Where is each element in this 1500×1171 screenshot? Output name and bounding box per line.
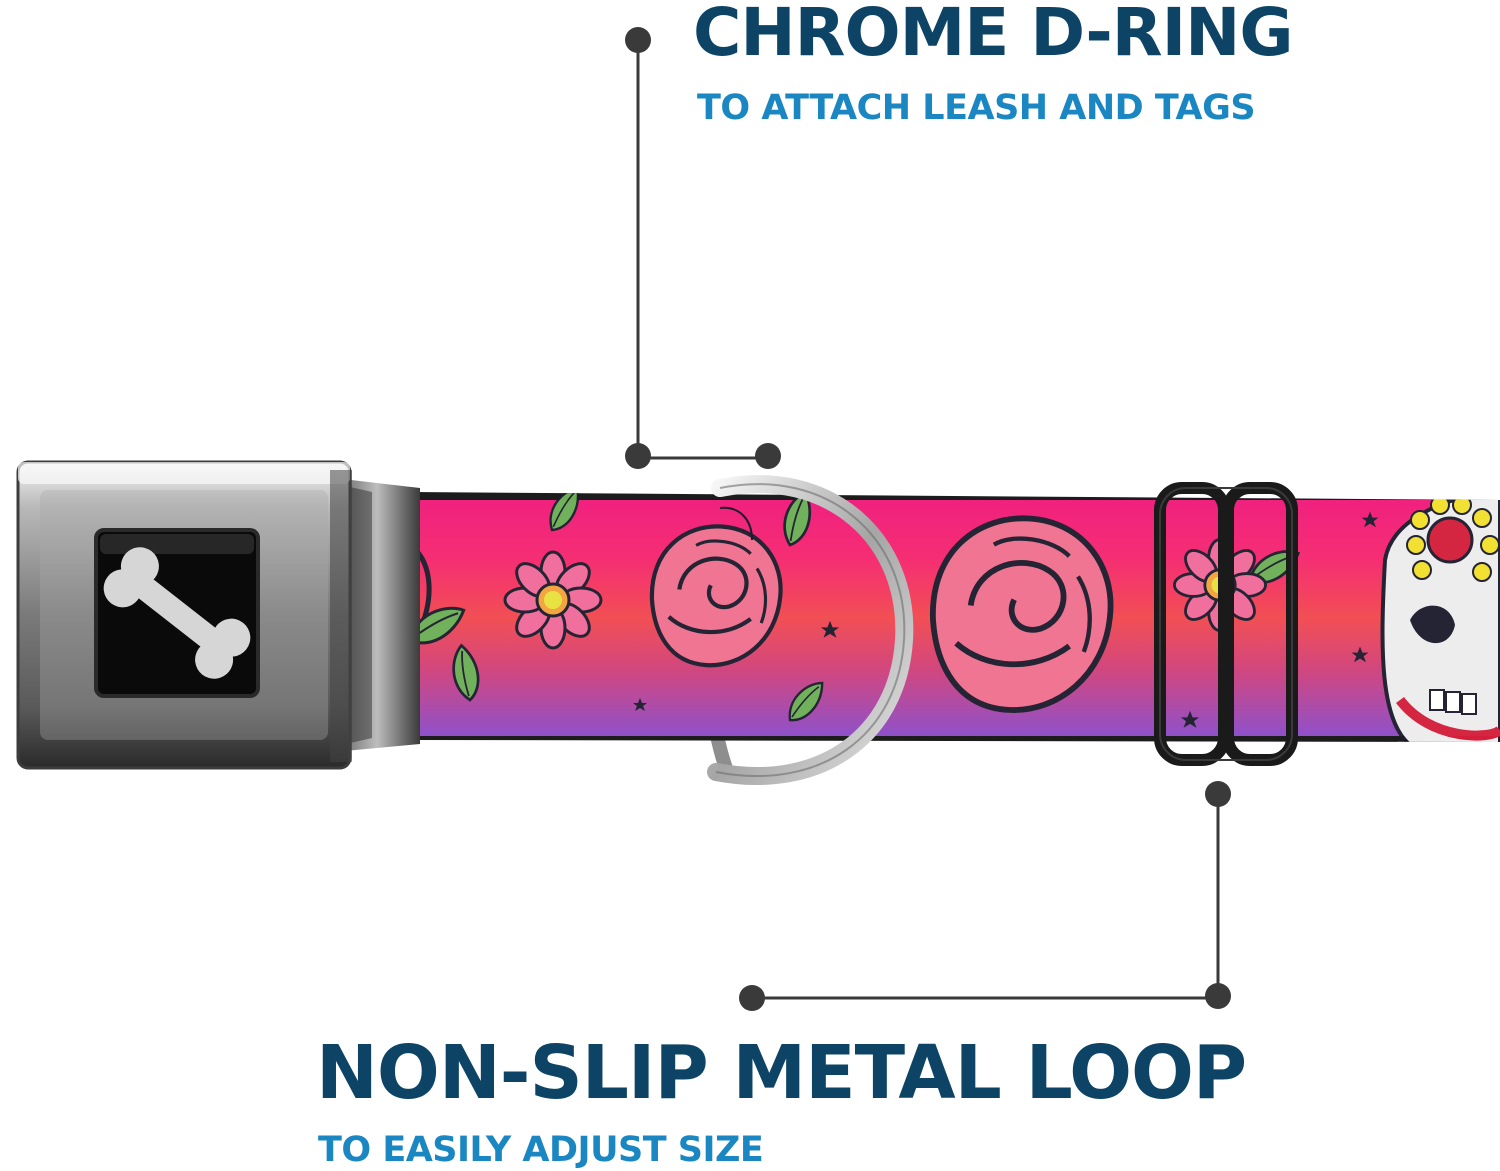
d-ring-tab	[719, 506, 753, 541]
buckle-latch	[334, 478, 420, 752]
seatbelt-buckle[interactable]	[16, 460, 352, 770]
dring-callout-title: CHROME D-RING	[693, 0, 1294, 71]
loop-leader-dot-end	[739, 985, 765, 1011]
dring-leader-dot-elbow	[625, 443, 651, 469]
dring-leader-dot-top	[625, 27, 651, 53]
loop-leader-dot-top	[1205, 781, 1231, 807]
sugar-skull-icon	[1380, 492, 1500, 742]
collar-webbing	[372, 492, 1500, 742]
loop-callout-title: NON-SLIP METAL LOOP	[316, 1030, 1247, 1116]
dring-leader-dot-end	[755, 443, 781, 469]
adjuster-loop[interactable]	[1154, 482, 1298, 766]
loop-leader-dot-elbow	[1205, 983, 1231, 1009]
bone-icon	[103, 547, 251, 679]
loop-leader-line	[752, 794, 1220, 1000]
loop-callout-subtitle: TO EASILY ADJUST SIZE	[318, 1130, 764, 1170]
dring-callout-subtitle: TO ATTACH LEASH AND TAGS	[697, 88, 1256, 128]
